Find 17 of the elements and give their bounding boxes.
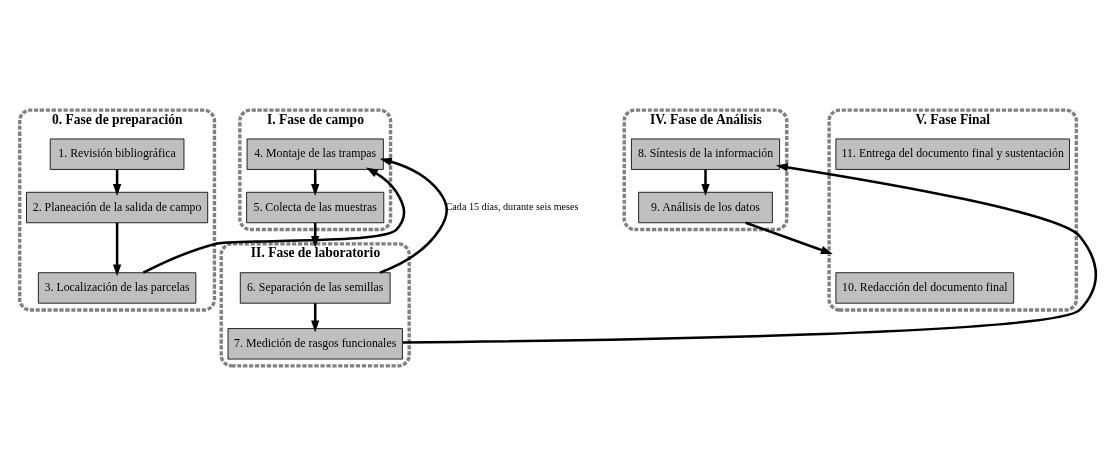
node-box: 3. Localización de las parcelas <box>37 272 197 304</box>
node-box: 9. Análisis de los datos <box>638 191 773 224</box>
arrow <box>112 222 122 277</box>
node-box: 1. Revisión bibliográfica <box>49 138 185 170</box>
arrow <box>379 157 448 274</box>
node-box: 2. Planeación de la salida de campo <box>26 191 209 224</box>
node-box: 6. Separación de las semillas <box>239 272 391 304</box>
arrow <box>402 163 1098 344</box>
node-box: 10. Redacción del documento final <box>835 272 1015 304</box>
node-box: 11. Entrega del documento final y sustentación <box>835 138 1070 170</box>
arrow <box>701 169 710 196</box>
node-box: 4. Montaje de las trampas <box>246 138 384 170</box>
node-box: 8. Síntesis de la información <box>631 138 780 170</box>
arrow <box>311 303 320 333</box>
node-box: 7. Medición de rasgos funcionales <box>227 328 403 360</box>
arrow <box>745 221 833 255</box>
node-box: 5. Colecta de las muestras <box>246 191 385 224</box>
